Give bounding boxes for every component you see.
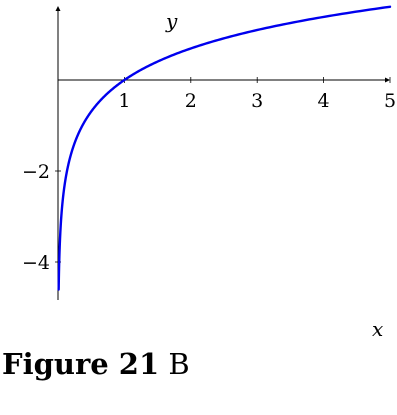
figure-caption-label: Figure 21 xyxy=(2,347,160,381)
x-axis-arrowhead xyxy=(385,77,390,83)
y-tick-label--4: −4 xyxy=(22,252,50,274)
y-axis-label: y xyxy=(165,9,178,33)
x-tick-label-2: 2 xyxy=(185,90,197,112)
figure-caption-suffix: B xyxy=(159,347,190,381)
line-chart: 1 2 3 4 5 −2 −4 y x xyxy=(22,5,396,340)
axes xyxy=(55,6,390,300)
figure-caption: Figure 21 B xyxy=(2,347,190,381)
x-tick-label-5: 5 xyxy=(384,90,396,112)
y-tick-label--2: −2 xyxy=(22,161,50,183)
x-tick-label-3: 3 xyxy=(251,90,263,112)
y-axis-arrowhead xyxy=(55,6,61,11)
tick-marks xyxy=(55,77,391,263)
x-tick-label-1: 1 xyxy=(118,90,130,112)
series-line-ln-x xyxy=(57,5,392,291)
tick-labels: 1 2 3 4 5 −2 −4 xyxy=(22,90,396,274)
x-tick-label-4: 4 xyxy=(318,90,330,112)
x-axis-label: x xyxy=(372,317,383,340)
